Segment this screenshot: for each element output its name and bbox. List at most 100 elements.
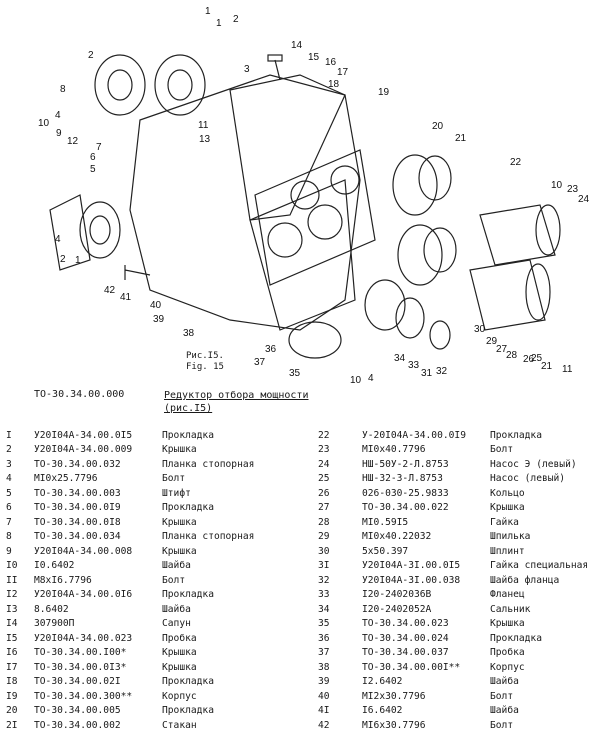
part-designation: 026-030-25.9833 (362, 487, 449, 499)
part-name: Насос (левый) (490, 473, 566, 485)
callout-1c: 1 (75, 255, 81, 266)
part-number: I3 (6, 603, 18, 615)
callout-40: 40 (150, 300, 162, 311)
callout-36: 36 (265, 344, 277, 355)
callout-1: 1 (205, 6, 211, 17)
parts-row: I6 ТО-30.34.00.I00* Крышка (6, 646, 254, 661)
callout-7: 7 (96, 142, 102, 153)
part-name: Крышка (162, 647, 197, 659)
part-designation: У20I04А-34.00.009 (34, 444, 133, 456)
part-number: 37 (318, 647, 330, 659)
callout-11: 11 (198, 120, 209, 131)
part-designation: ТО-30.34.00.023 (362, 618, 449, 630)
callout-2b: 2 (233, 14, 239, 25)
part-designation: У20I04А-34.00.0I6 (34, 589, 133, 601)
callout-22: 22 (510, 157, 522, 168)
seal-34 (364, 279, 406, 331)
part-name: Прокладка (162, 676, 214, 688)
part-designation: У20I04А-34.00.0I5 (34, 429, 133, 441)
callout-39: 39 (153, 314, 165, 325)
part-designation: ТО-30.34.00.0I9 (34, 502, 121, 514)
callout-23: 23 (567, 184, 579, 195)
part-name: Корпус (162, 690, 197, 702)
part-number: 20 (6, 705, 18, 717)
part-designation: 5х50.397 (362, 545, 409, 557)
exploded-view-drawing: 1 1 2 2 3 4 4 5 6 7 8 9 10 10 11 12 13 1… (38, 6, 590, 386)
callout-41: 41 (120, 292, 132, 303)
callout-8: 8 (60, 84, 66, 95)
part-name: Крышка (162, 444, 197, 456)
part-name: Шайба (162, 603, 191, 615)
part-designation: I20-2402036В (362, 589, 432, 601)
callout-34: 34 (394, 353, 406, 364)
cover-35 (288, 321, 342, 359)
part-designation: ТО-30.34.00.003 (34, 487, 121, 499)
part-number: I4 (6, 618, 18, 630)
part-number: 27 (318, 502, 330, 514)
part-name: Насос Э (левый) (490, 458, 577, 470)
part-name: Штифт (162, 487, 191, 499)
part-designation: I0.6402 (34, 560, 75, 572)
part-designation: МI6х30.7796 (362, 719, 426, 731)
part-name: Шайба (490, 676, 519, 688)
part-number: 40 (318, 690, 330, 702)
part-designation: У20I04А-34.00.023 (34, 632, 133, 644)
part-name: Сапун (162, 618, 191, 630)
part-number: 6 (6, 502, 12, 514)
part-designation: У20I04А-3I.00.0I5 (362, 560, 461, 572)
part-name: Болт (490, 690, 514, 702)
parts-row: I4 307900П Сапун (6, 617, 254, 632)
part-designation: М8хI6.7796 (34, 574, 92, 586)
callout-4: 4 (55, 110, 61, 121)
callout-4b: 4 (55, 234, 61, 245)
callout-21b: 21 (541, 361, 553, 372)
part-name: Корпус (490, 661, 525, 673)
callout-35: 35 (289, 368, 301, 379)
callout-29: 29 (486, 336, 498, 347)
part-number: 23 (318, 444, 330, 456)
callout-2: 2 (88, 50, 94, 61)
gasket-large (254, 149, 376, 286)
pump-lower (469, 259, 546, 331)
callout-20: 20 (432, 121, 444, 132)
part-designation: ТО-30.34.00.I00* (34, 647, 127, 659)
figure-caption: Рис.I5. Fig. 15 (186, 351, 224, 373)
callout-33: 33 (408, 360, 420, 371)
part-number: 7 (6, 516, 12, 528)
part-designation: I2.6402 (362, 676, 403, 688)
bolt-42 (124, 265, 151, 280)
part-number: 26 (318, 487, 330, 499)
part-designation: ТО-30.34.00.02I (34, 676, 121, 688)
part-number: 36 (318, 632, 330, 644)
part-number: I6 (6, 647, 18, 659)
callout-1b: 1 (216, 18, 222, 29)
part-designation: МI0.59I5 (362, 516, 409, 528)
part-name: Планка стопорная (162, 458, 255, 470)
part-number: 39 (318, 676, 330, 688)
part-designation: 307900П (34, 618, 75, 630)
parts-row: 39 I2.6402 Шайба (318, 675, 588, 690)
breather-14 (274, 59, 281, 81)
part-designation: У20I04А-3I.00.038 (362, 574, 461, 586)
callout-18: 18 (328, 79, 340, 90)
